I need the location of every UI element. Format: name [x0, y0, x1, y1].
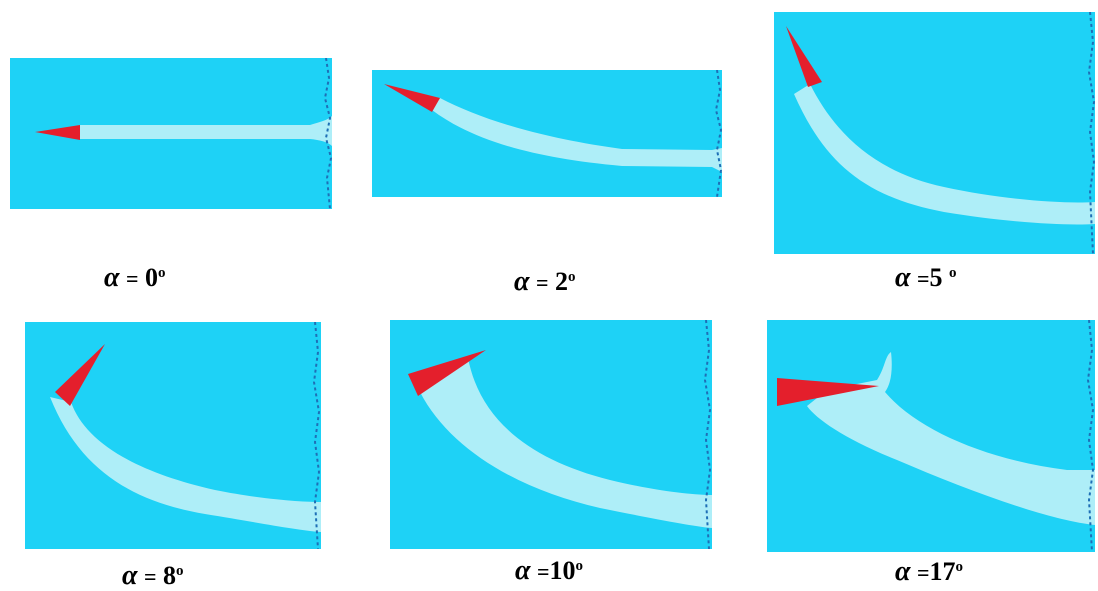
cut-channel — [432, 98, 722, 172]
panel-alpha-2 — [372, 70, 722, 197]
equals-sign: = — [537, 559, 550, 584]
tool-tip — [35, 125, 80, 140]
degree-symbol: o — [955, 559, 964, 575]
degree-symbol: o — [949, 265, 957, 281]
right-edge — [1087, 12, 1095, 254]
angle-value: 5 — [929, 263, 943, 292]
angle-value: 17 — [929, 557, 956, 586]
panel-alpha-5 — [774, 12, 1095, 254]
right-edge — [714, 70, 722, 197]
equals-sign: = — [126, 266, 139, 291]
degree-symbol: o — [158, 265, 166, 281]
simulation-alpha-5 — [774, 12, 1095, 254]
alpha-symbol: α — [514, 266, 530, 297]
alpha-symbol: α — [104, 262, 120, 293]
simulation-alpha-17 — [767, 320, 1095, 552]
right-edge — [312, 322, 321, 549]
caption-alpha-5: α =5 o — [895, 264, 957, 292]
right-edge — [703, 320, 712, 549]
tool-tip — [777, 378, 879, 406]
equals-sign: = — [536, 270, 549, 295]
simulation-alpha-0 — [10, 58, 332, 209]
caption-alpha-10: α =10o — [515, 557, 583, 585]
caption-alpha-8: α = 8o — [122, 562, 184, 590]
cut-channel — [420, 358, 712, 528]
degree-symbol: o — [568, 269, 576, 285]
domain-background — [372, 70, 722, 197]
angle-value: 0 — [145, 263, 159, 292]
degree-symbol: o — [176, 563, 184, 579]
right-edge — [1086, 320, 1095, 552]
angle-value: 8 — [163, 561, 177, 590]
equals-sign: = — [917, 266, 930, 291]
caption-alpha-2: α = 2o — [514, 268, 576, 296]
panel-alpha-10 — [390, 320, 712, 549]
simulation-alpha-8 — [25, 322, 321, 549]
cut-channel — [50, 397, 321, 532]
panel-alpha-8 — [25, 322, 321, 549]
panel-alpha-0 — [10, 58, 332, 209]
caption-alpha-17: α =17o — [895, 558, 963, 586]
cut-channel — [794, 84, 1095, 225]
alpha-symbol: α — [895, 262, 911, 293]
angle-value: 2 — [555, 267, 569, 296]
simulation-alpha-10 — [390, 320, 712, 549]
tool-tip — [408, 350, 486, 396]
caption-alpha-0: α = 0o — [104, 264, 166, 292]
alpha-symbol: α — [895, 556, 911, 587]
tool-tip — [786, 26, 822, 87]
panel-alpha-17 — [767, 320, 1095, 552]
tool-tip — [384, 84, 440, 112]
tool-tip — [55, 344, 105, 406]
cut-channel — [80, 116, 332, 146]
degree-symbol: o — [575, 558, 584, 574]
cut-channel — [807, 352, 1095, 525]
simulation-alpha-2 — [372, 70, 722, 197]
alpha-symbol: α — [515, 555, 531, 586]
equals-sign: = — [144, 564, 157, 589]
alpha-symbol: α — [122, 560, 138, 591]
equals-sign: = — [917, 560, 930, 585]
angle-value: 10 — [549, 556, 576, 585]
